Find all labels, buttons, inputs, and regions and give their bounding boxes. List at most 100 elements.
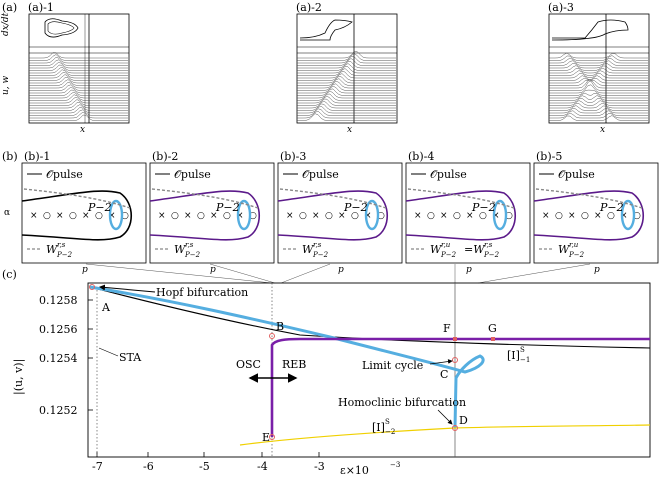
fixed-point-marker: ○ <box>377 211 385 221</box>
legend-orbit: 𝒪pulse <box>174 168 211 181</box>
trace-line <box>29 111 128 119</box>
c-ytick-label: 0.1254 <box>39 352 78 365</box>
fixed-point-marker: × <box>594 211 602 221</box>
trace-line <box>29 114 128 121</box>
legend-sub2: P−2 <box>483 251 500 259</box>
trace-line <box>29 72 128 79</box>
trace-line <box>549 62 648 69</box>
limit-cycle-label: Limit cycle <box>362 359 423 372</box>
limit-cycle-curve <box>492 199 508 231</box>
c-xtick-label: -5 <box>199 460 210 473</box>
c-xtick-label: -7 <box>92 460 103 473</box>
legend-sup: r,s <box>57 241 66 249</box>
point-d-marker <box>452 425 458 431</box>
point-c-label: C <box>440 368 448 381</box>
legend-sub: P−2 <box>184 251 201 259</box>
fixed-point-marker: ○ <box>69 211 77 221</box>
row-b-ylabel: α <box>4 208 10 218</box>
point-e-marker <box>269 434 275 440</box>
trace-line <box>297 113 396 121</box>
c-ytick-label: 0.1252 <box>39 404 78 417</box>
trace-line <box>297 110 396 119</box>
row-a-label: (a) <box>2 1 17 14</box>
trace-line <box>549 55 648 61</box>
panel-b-label: (b)-1 <box>24 150 50 163</box>
trace-line <box>29 69 128 76</box>
trace-line <box>297 78 396 86</box>
fixed-point-marker: × <box>466 211 474 221</box>
fixed-point-marker: × <box>414 211 422 221</box>
fixed-point-marker: ○ <box>325 211 333 221</box>
fixed-point-marker: ○ <box>607 211 615 221</box>
fixed-point-marker: × <box>56 211 64 221</box>
fixed-point-marker: × <box>620 211 628 221</box>
fixed-point-marker: ○ <box>581 211 589 221</box>
panel-b-xlabel: p <box>594 265 600 275</box>
trace-line <box>29 56 128 64</box>
trace-line <box>297 68 396 76</box>
orbit-curve <box>21 190 133 241</box>
trace-line <box>297 90 396 99</box>
trace-line <box>29 77 128 84</box>
row-c-label: (c) <box>2 268 17 281</box>
point-d-label: D <box>459 414 468 427</box>
limit-cycle-curve <box>620 199 636 231</box>
fixed-point-marker: × <box>184 211 192 221</box>
trace-line <box>297 71 396 79</box>
plot-frame <box>87 282 651 458</box>
fixed-point-marker: × <box>30 211 38 221</box>
legend-orbit: 𝒪pulse <box>46 168 83 181</box>
point-g-marker <box>491 337 495 341</box>
sta-label: STA <box>119 351 142 364</box>
trace-line <box>29 64 128 71</box>
fixed-point-marker: ○ <box>479 211 487 221</box>
trace-line <box>297 88 396 96</box>
fixed-point-marker: × <box>312 211 320 221</box>
trace-line <box>297 66 396 74</box>
c-ylabel: |(u, v)| <box>12 359 26 395</box>
trace-line <box>29 81 128 89</box>
trace-line <box>29 109 128 116</box>
trace-line <box>29 104 128 111</box>
point-label: P−2 <box>215 201 240 214</box>
legend-sub: P−2 <box>312 251 329 259</box>
trace-line <box>297 58 396 66</box>
trace-line <box>297 95 396 104</box>
fixed-point-marker: × <box>364 211 372 221</box>
trace-line <box>297 100 396 109</box>
fixed-point-marker: ○ <box>555 211 563 221</box>
trace-line <box>549 73 648 79</box>
trace-line <box>549 57 648 64</box>
legend-sup2: r,s <box>484 241 493 249</box>
legend-sup: r,u <box>441 241 451 249</box>
point-a-marker <box>89 284 95 290</box>
trace-line <box>29 61 128 69</box>
legend-manifold: W <box>302 243 315 256</box>
panel-b-xlabel: p <box>210 265 216 275</box>
fixed-point-marker: ○ <box>249 211 257 221</box>
branch1-sub: −1 <box>520 356 530 364</box>
trace-line <box>549 107 648 114</box>
limit-cycle-curve <box>364 199 380 231</box>
fixed-point-marker: × <box>492 211 500 221</box>
trace-line <box>29 86 128 94</box>
a1-top-ylabel: dx/dt <box>1 12 11 36</box>
manifold-curve <box>151 188 259 209</box>
legend-orbit: 𝒪pulse <box>302 168 339 181</box>
manifold-curve <box>535 188 643 209</box>
fixed-point-marker: ○ <box>505 211 513 221</box>
trace-line <box>297 75 396 84</box>
trace-line <box>297 61 396 69</box>
fixed-point-marker: × <box>338 211 346 221</box>
trace-line <box>297 73 396 81</box>
trace-line <box>548 52 648 59</box>
hopf-label: Hopf bifurcation <box>156 286 248 299</box>
branch1-sup: S <box>520 346 525 354</box>
trace-line <box>29 84 128 91</box>
fixed-point-marker: × <box>568 211 576 221</box>
trace-line <box>297 53 396 61</box>
trace-line <box>549 67 648 74</box>
fixed-point-marker: ○ <box>95 211 103 221</box>
